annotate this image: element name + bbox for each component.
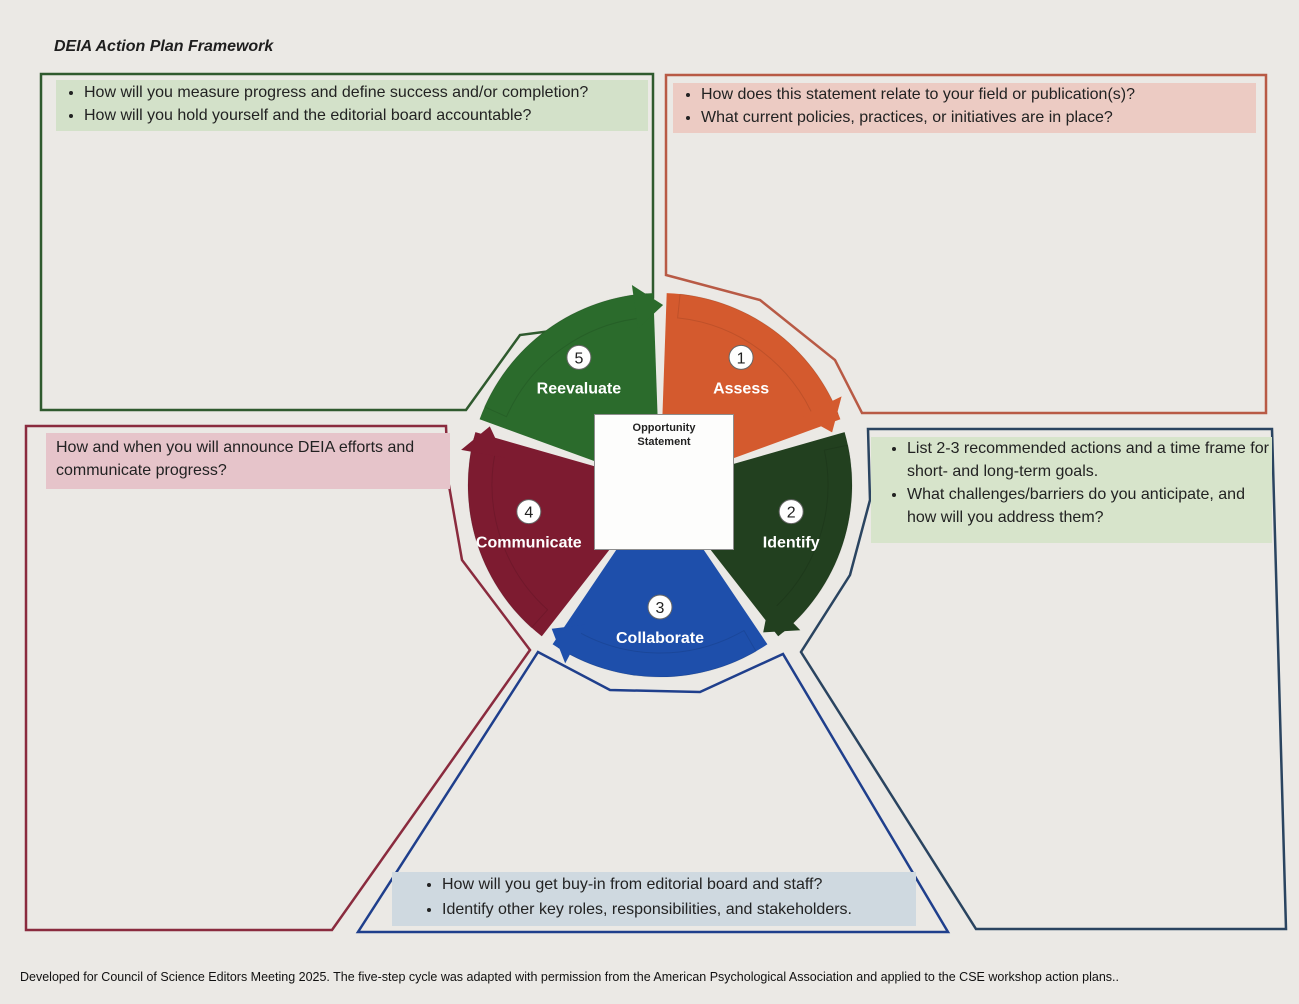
reevaluate-prompt-1: How will you measure progress and define…	[84, 81, 648, 104]
assess-number: 1	[737, 350, 746, 367]
reevaluate-prompt-2: How will you hold yourself and the edito…	[84, 104, 648, 127]
collaborate-prompts: How will you get buy-in from editorial b…	[392, 872, 916, 926]
reevaluate-arrowhead	[631, 285, 664, 329]
reevaluate-number-badge	[566, 344, 592, 370]
communicate-number-badge	[516, 499, 542, 525]
opportunity-statement-box: Opportunity Statement	[594, 414, 734, 550]
collaborate-number-badge	[647, 594, 673, 620]
assess-prompts: How does this statement relate to your f…	[673, 83, 1256, 133]
identify-number-badge	[778, 499, 804, 525]
reevaluate-label: Reevaluate	[537, 380, 622, 397]
collaborate-label: Collaborate	[616, 630, 704, 647]
communicate-prompt: How and when you will announce DEIA effo…	[56, 439, 415, 479]
identify-arrowhead	[763, 598, 801, 633]
assess-prompt-1: How does this statement relate to your f…	[701, 83, 1256, 106]
collaborate-segment	[552, 485, 768, 678]
collaborate-prompt-2: Identify other key roles, responsibiliti…	[442, 897, 916, 922]
collaborate-prompt-1: How will you get buy-in from editorial b…	[442, 872, 916, 897]
page-title: DEIA Action Plan Framework	[54, 38, 274, 55]
communicate-arrowhead	[461, 426, 505, 458]
collaborate-box-outline	[355, 650, 951, 934]
identify-number: 2	[787, 505, 796, 522]
assess-prompt-2: What current policies, practices, or ini…	[701, 106, 1256, 129]
communicate-label: Communicate	[476, 535, 582, 552]
footer-credit: Developed for Council of Science Editors…	[20, 970, 1119, 984]
assess-label: Assess	[713, 380, 769, 397]
reevaluate-prompts: How will you measure progress and define…	[56, 80, 648, 131]
communicate-box-outline	[24, 424, 532, 932]
opportunity-statement-label: Opportunity Statement	[632, 422, 696, 448]
identify-box-outline	[799, 427, 1288, 931]
collaborate-arrowhead	[551, 624, 586, 664]
reevaluate-number: 5	[574, 350, 583, 367]
identify-label: Identify	[763, 535, 820, 552]
collaborate-number: 3	[656, 600, 665, 617]
communicate-number: 4	[524, 505, 533, 522]
communicate-prompts: How and when you will announce DEIA effo…	[46, 433, 450, 489]
assess-arrowhead	[802, 396, 842, 433]
assess-box-outline	[664, 73, 1268, 415]
identify-prompt-2: What challenges/barriers do you anticipa…	[907, 483, 1272, 529]
identify-prompt-1: List 2-3 recommended actions and a time …	[907, 437, 1272, 483]
assess-number-badge	[728, 344, 754, 370]
identify-prompts: List 2-3 recommended actions and a time …	[871, 437, 1272, 543]
